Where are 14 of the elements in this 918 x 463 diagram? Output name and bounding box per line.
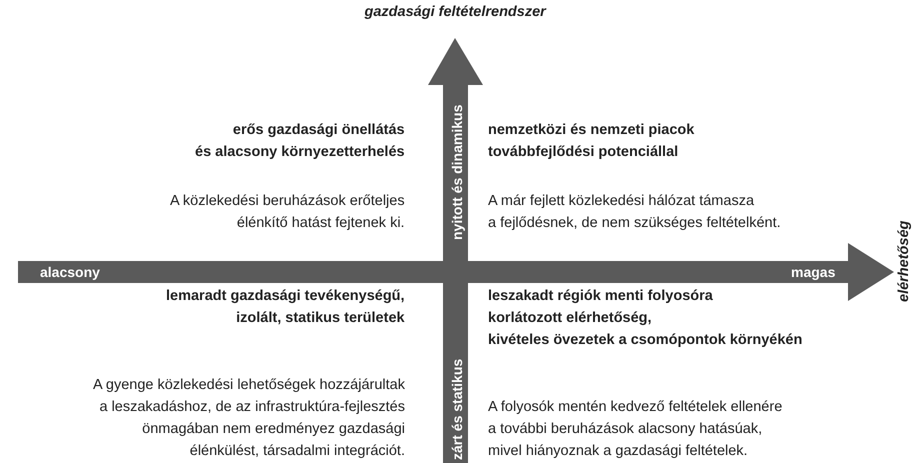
- quadrant-description: A folyosók mentén kedvező feltételek ellenére a további beruházások alacsony hatásúak, mivel hiányoznak a gazdasági feltételek.: [488, 398, 782, 461]
- quadrant-heading: leszakadt régiók menti folyosóra korlátozott elérhetőség, kivételes övezetek a csomópontok környékén: [488, 287, 802, 350]
- axis-label: nyitott és dinamikus: [448, 104, 466, 240]
- quadrant-heading: erős gazdasági önellátás és alacsony környezetterhelés: [195, 121, 405, 162]
- quadrant-description: A már fejlett közlekedési hálózat támasza a fejlődésnek, de nem szükséges feltételként.: [488, 192, 781, 233]
- quadrant-description: A gyenge közlekedési lehetőségek hozzájárultak a leszakadáshoz, de az infrastruktúra-fejlesztés önmagában nem eredményez gazdasági élénkülést, társadalmi integrációt.: [93, 376, 405, 461]
- axis-title: elérhetőség: [895, 220, 913, 302]
- axis-title: gazdasági feltételrendszer: [364, 3, 546, 22]
- quadrant-description: A közlekedési beruházások erőteljes élénkítő hatást fejtenek ki.: [170, 192, 405, 233]
- axis-label: magas: [791, 263, 836, 282]
- quadrant-heading: lemaradt gazdasági tevékenységű, izolált, statikus területek: [166, 287, 405, 328]
- axis-label: zárt és statikus: [448, 358, 466, 460]
- axis-label: alacsony: [40, 263, 100, 282]
- quadrant-heading: nemzetközi és nemzeti piacok továbbfejlődési potenciállal: [488, 121, 694, 162]
